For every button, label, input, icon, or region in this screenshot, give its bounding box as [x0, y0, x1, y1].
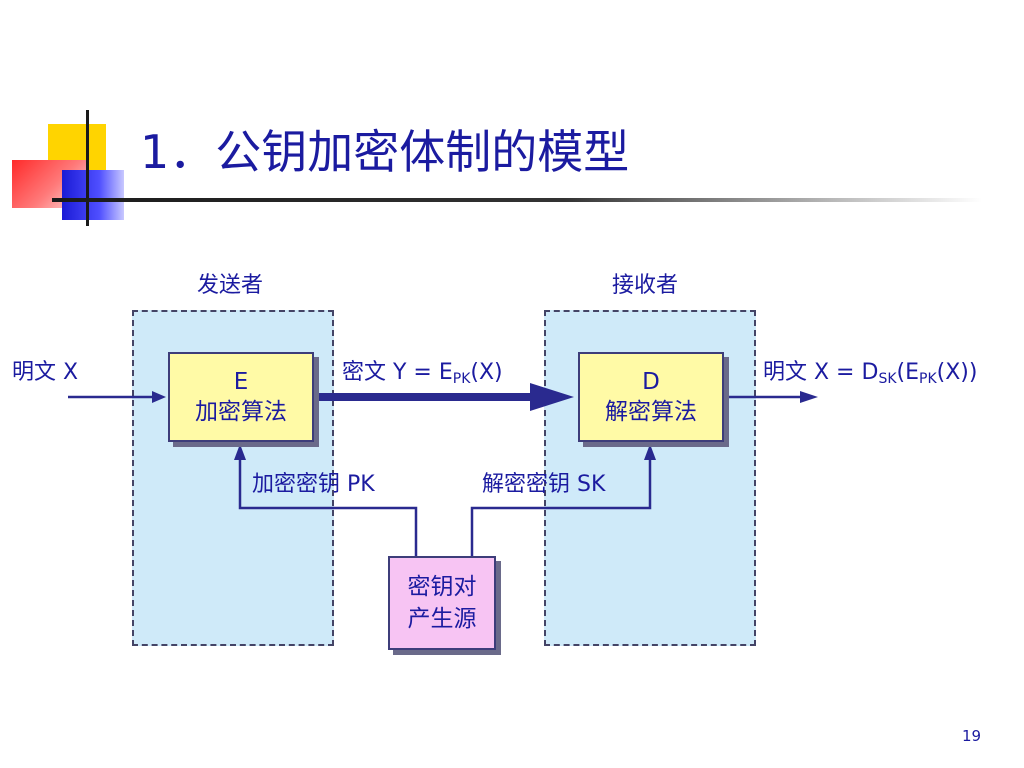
plaintext-out-part3: (X)): [936, 360, 978, 385]
ciphertext-subscript: PK: [452, 371, 471, 387]
decor-vertical-line: [86, 110, 89, 226]
decor-blue-square: [62, 170, 124, 220]
keygen-line2: 产生源: [407, 606, 477, 632]
sender-label: 发送者: [197, 273, 264, 298]
ciphertext-arrow: [316, 393, 534, 401]
public-key-line: [238, 458, 418, 556]
ciphertext-suffix: (X): [470, 360, 503, 385]
page-number: 19: [962, 727, 982, 745]
slide-title: 1．公钥加密体制的模型: [140, 125, 630, 179]
decrypt-box-letter: D: [642, 369, 660, 395]
ciphertext-label: 密文 Y = EPK(X): [342, 360, 503, 386]
keygen-line1: 密钥对: [407, 574, 477, 600]
plaintext-out-sub1: SK: [878, 371, 897, 387]
decrypt-algorithm-box: D 解密算法: [578, 352, 724, 442]
plaintext-input-label: 明文 X: [12, 360, 79, 385]
plaintext-out-part1: 明文 X = D: [763, 360, 879, 385]
plaintext-output-label: 明文 X = DSK(EPK(X)): [763, 360, 977, 386]
receiver-label: 接收者: [612, 273, 679, 298]
encrypt-box-name: 加密算法: [195, 399, 287, 425]
ciphertext-prefix: 密文 Y = E: [342, 360, 453, 385]
decrypt-key-label: 解密密钥 SK: [482, 472, 606, 497]
plaintext-in-arrowhead: [152, 391, 166, 403]
key-pair-generator-box: 密钥对 产生源: [388, 556, 496, 650]
plaintext-out-sub2: PK: [919, 371, 937, 387]
decrypt-box-name: 解密算法: [605, 399, 697, 425]
encrypt-box-letter: E: [233, 369, 249, 395]
encrypt-key-label: 加密密钥 PK: [252, 472, 375, 497]
title-underline: [52, 198, 982, 202]
public-key-arrowhead: [234, 444, 246, 460]
plaintext-out-arrowhead: [800, 391, 818, 403]
plaintext-out-part2: (E: [896, 360, 919, 385]
secret-key-line: [470, 458, 652, 556]
encrypt-algorithm-box: E 加密算法: [168, 352, 314, 442]
secret-key-arrowhead: [644, 444, 656, 460]
ciphertext-arrowhead: [530, 383, 574, 411]
